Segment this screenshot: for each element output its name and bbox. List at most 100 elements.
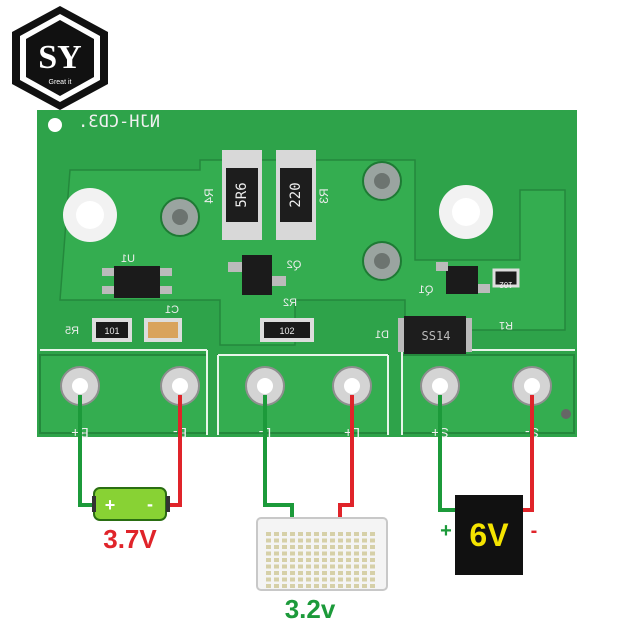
led-chip	[370, 538, 375, 543]
pcb-board: NJH-CD3. 5R6 R4 220 R3	[37, 110, 577, 441]
led-chip	[330, 545, 335, 549]
battery-voltage: 3.7V	[103, 524, 157, 554]
logo-letters: SY	[38, 39, 81, 76]
led-chip	[330, 577, 335, 582]
led-chip	[338, 564, 343, 569]
resistor-r1: 102 R1	[492, 268, 520, 331]
led-chip	[354, 571, 359, 575]
led-chip	[346, 584, 351, 588]
r3-code: 220	[288, 182, 304, 207]
r2-ref: R2	[283, 297, 297, 309]
led-chip	[338, 551, 343, 556]
led-chip	[314, 532, 319, 536]
led-chip	[330, 551, 335, 556]
led-chip	[354, 545, 359, 549]
led-chip	[298, 584, 303, 588]
led-chip	[290, 584, 295, 588]
solar-voltage: 6V	[469, 517, 509, 553]
led-chip	[370, 584, 375, 588]
led-chip	[346, 532, 351, 536]
led-chip	[330, 538, 335, 543]
led-chip	[306, 545, 311, 549]
led-chip	[282, 577, 287, 582]
led-chip	[306, 584, 311, 588]
led-chip	[314, 564, 319, 569]
terminal-lplus: L+	[332, 366, 372, 441]
led-chip	[266, 538, 271, 543]
led-chip	[290, 551, 295, 556]
led-chip	[290, 564, 295, 569]
battery-plus: +	[105, 495, 116, 515]
led-chip	[362, 545, 367, 549]
led-chip	[362, 532, 367, 536]
led-chip	[274, 551, 279, 556]
led-chip	[354, 577, 359, 582]
led-chip	[354, 558, 359, 562]
terminal-splus: S+	[420, 366, 460, 441]
led-chip	[266, 545, 271, 549]
led-chip	[306, 551, 311, 556]
led-chip	[354, 532, 359, 536]
led-chip	[274, 545, 279, 549]
led-chip	[354, 564, 359, 569]
led-chip	[362, 538, 367, 543]
led-chip	[298, 538, 303, 543]
led-chip	[282, 584, 287, 588]
led-chip	[362, 577, 367, 582]
led-chip	[266, 558, 271, 562]
led-chip	[274, 571, 279, 575]
led-chip	[362, 564, 367, 569]
led-chip	[290, 558, 295, 562]
led-chip	[338, 584, 343, 588]
q1-label: Q1	[419, 284, 434, 296]
led-chip	[290, 545, 295, 549]
led-chip	[338, 545, 343, 549]
led-chip	[354, 551, 359, 556]
led-chip	[266, 577, 271, 582]
diode-code: SS14	[422, 329, 451, 343]
r4-ref: R4	[202, 188, 216, 204]
r5-ref: R5	[65, 325, 79, 337]
led-chip	[266, 571, 271, 575]
led-chip	[322, 545, 327, 549]
led-chip	[298, 532, 303, 536]
led-chip	[322, 532, 327, 536]
q2-label: Q2	[287, 259, 302, 271]
brand-logo: SY Great it	[12, 6, 108, 110]
led-chip	[282, 558, 287, 562]
led-chip	[338, 571, 343, 575]
led-chip	[266, 564, 271, 569]
d1-label: D1	[375, 329, 389, 341]
led-chip	[370, 571, 375, 575]
led-chip	[322, 564, 327, 569]
led-chip	[266, 551, 271, 556]
led-chip	[370, 558, 375, 562]
r5-code: 101	[104, 326, 119, 336]
led-chip	[322, 577, 327, 582]
led-chip	[306, 538, 311, 543]
led-chip	[266, 532, 271, 536]
resistor-r4: 5R6 R4	[202, 150, 262, 240]
led-chip	[362, 551, 367, 556]
solar-plus: +	[440, 520, 452, 542]
led-chip	[314, 558, 319, 562]
led-chip	[370, 545, 375, 549]
battery-minus: -	[147, 494, 153, 514]
board-model-text: NJH-CD3.	[78, 112, 160, 132]
led-chip	[274, 584, 279, 588]
solar-panel: 6V	[455, 495, 523, 575]
led-chip	[330, 584, 335, 588]
led-chip	[314, 538, 319, 543]
r2-code: 102	[279, 326, 294, 336]
led-chip	[346, 545, 351, 549]
led-chip	[346, 571, 351, 575]
led-chip	[346, 538, 351, 543]
led-chip	[346, 558, 351, 562]
led-panel	[256, 517, 388, 591]
c1-label: C1	[165, 304, 179, 316]
led-voltage: 3.2v	[285, 594, 336, 624]
led-chip	[330, 532, 335, 536]
led-chip	[282, 564, 287, 569]
led-chip	[298, 545, 303, 549]
